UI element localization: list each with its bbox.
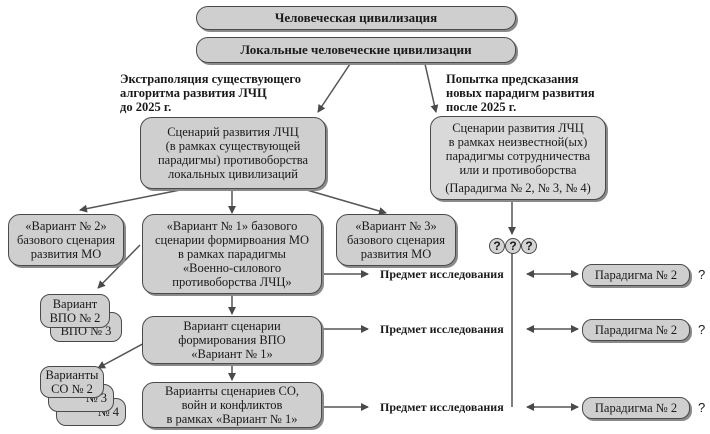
new-scenario-box: Сценарии развития ЛЧЦ в рамках неизвестн…: [430, 116, 606, 200]
question-mark-2: ?: [698, 322, 706, 337]
arrow-to-v3: [299, 187, 387, 215]
local-civilizations-box: Локальные человеческие цивилизации: [196, 37, 516, 63]
paradigm-label-1: Парадигма № 2: [594, 268, 678, 282]
existing-scenario-box: Сценарий развития ЛЧЦ (в рамках существу…: [140, 117, 326, 189]
vpo-variant-2-label: Вариант ВПО № 2: [49, 297, 101, 325]
vpo-scenario-text: Вариант сценарии формирования ВПО «Вариа…: [178, 319, 286, 361]
variant-2-text: «Вариант № 2» базового сценария развития…: [17, 219, 115, 261]
left-branch-label: Экстраполяция существующего алгоритма ра…: [120, 72, 302, 114]
variant-1-text: «Вариант № 1» базового сценарии формирво…: [154, 219, 310, 289]
research-label-3: Предмет исследования: [380, 400, 504, 414]
so-variant-2: Варианты СО № 2: [40, 366, 104, 398]
variant-3-box: «Вариант № 3» базового сценария развития…: [336, 214, 456, 266]
question-mark-3: ?: [698, 400, 706, 415]
so-variant-2-label: Варианты СО № 2: [45, 368, 99, 396]
arrow-right-branch: [424, 63, 439, 113]
paradigm-box-2: Парадигма № 2: [582, 319, 690, 341]
variant-1-box: «Вариант № 1» базового сценарии формирво…: [142, 214, 322, 294]
existing-scenario-text: Сценарий развития ЛЧЦ (в рамках существу…: [157, 125, 309, 181]
arrow-to-vpo-stack: [97, 244, 141, 289]
vpo-variant-2: Вариант ВПО № 2: [40, 294, 110, 328]
civilization-title: Человеческая цивилизация: [274, 10, 438, 25]
research-label-1: Предмет исследования: [380, 267, 504, 281]
paradigm-label-2: Парадигма № 2: [594, 323, 678, 337]
so-variant-4-label: № 4: [97, 405, 119, 419]
so-scenario-text: Варианты сценариев СО, войн и конфликтов…: [164, 384, 300, 426]
vpo-scenario-box: Вариант сценарии формирования ВПО «Вариа…: [142, 316, 322, 364]
civilization-box: Человеческая цивилизация: [196, 6, 516, 30]
paradigm-label-3: Парадигма № 2: [594, 401, 678, 415]
new-scenario-text: Сценарии развития ЛЧЦ в рамках неизвестн…: [445, 121, 591, 177]
variant-3-text: «Вариант № 3» базового сценария развития…: [347, 219, 445, 261]
question-circle-3: ?: [521, 238, 537, 254]
question-mark-1: ?: [698, 267, 706, 282]
new-scenario-paradigms: (Парадигма № 2, № 3, № 4): [445, 181, 591, 195]
question-circle-2: ?: [505, 238, 521, 254]
right-branch-label: Попытка предсказания новых парадигм разв…: [446, 72, 595, 114]
so-scenario-box: Варианты сценариев СО, войн и конфликтов…: [142, 382, 322, 428]
arrow-to-v2: [79, 189, 181, 213]
question-circle-1: ?: [489, 238, 505, 254]
arrow-to-so-stack: [97, 339, 151, 369]
research-label-2: Предмет исследования: [380, 322, 504, 336]
variant-2-box: «Вариант № 2» базового сценария развития…: [8, 214, 124, 266]
paradigm-box-3: Парадигма № 2: [582, 397, 690, 419]
local-civilizations-title: Локальные человеческие цивилизации: [240, 42, 472, 57]
so-variant-3-label: № 3: [85, 391, 107, 405]
paradigm-box-1: Парадигма № 2: [582, 264, 690, 286]
arrow-left-branch: [317, 63, 351, 113]
